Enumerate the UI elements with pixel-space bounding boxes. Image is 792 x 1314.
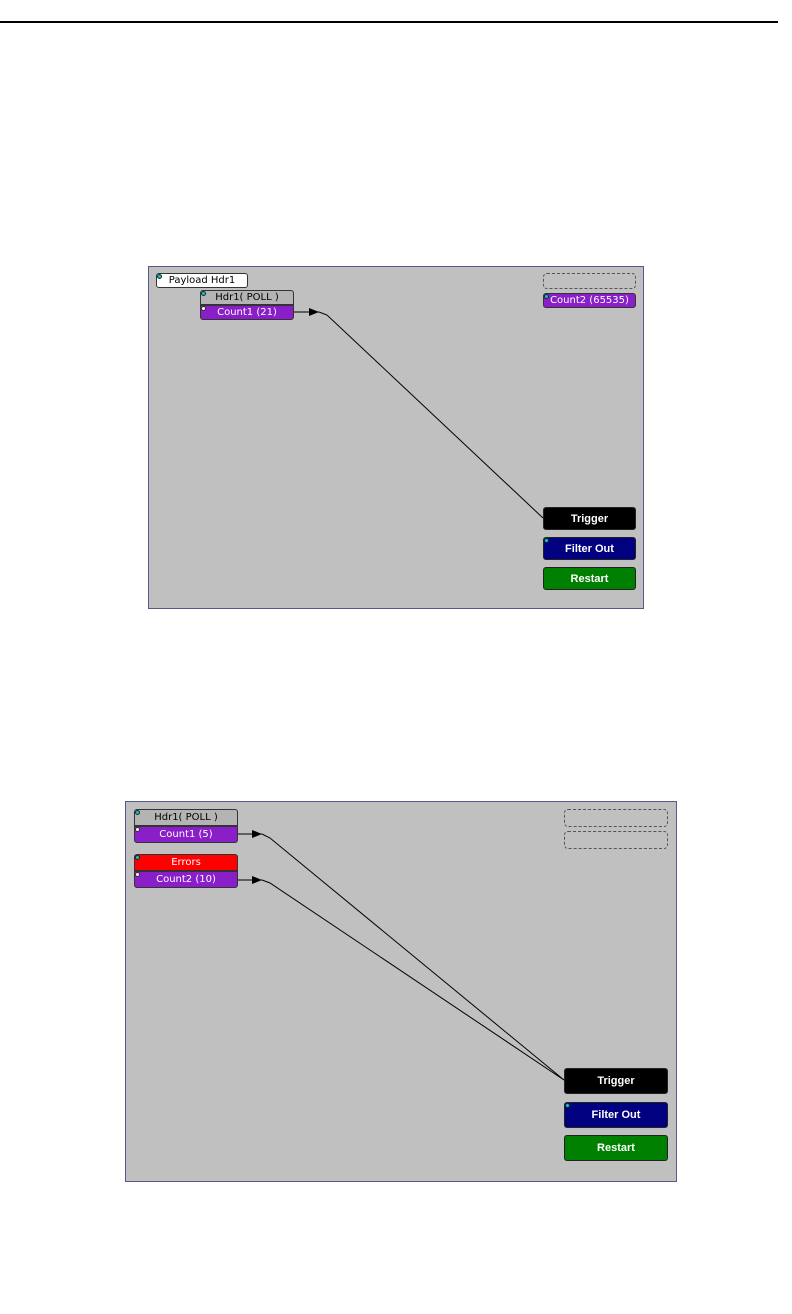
- trigger-button[interactable]: Trigger: [564, 1068, 668, 1094]
- restart-button[interactable]: Restart: [543, 567, 636, 590]
- restart-button[interactable]: Restart: [564, 1135, 668, 1161]
- hdr1-poll-node[interactable]: Hdr1( POLL ): [200, 290, 294, 305]
- filter-out-button[interactable]: Filter Out: [543, 537, 636, 560]
- empty-slot[interactable]: [564, 831, 668, 849]
- payload-hdr1-label: Payload Hdr1: [169, 276, 236, 286]
- count2-node[interactable]: Count2 (10): [134, 871, 238, 888]
- connector-icon[interactable]: [565, 1103, 570, 1108]
- counter-port-icon[interactable]: [135, 872, 140, 877]
- restart-label: Restart: [597, 1142, 635, 1154]
- filter-out-label: Filter Out: [565, 543, 614, 555]
- wire-count1-trigger: [319, 312, 543, 518]
- errors-node[interactable]: Errors: [134, 854, 238, 871]
- hdr1-poll-label: Hdr1( POLL ): [154, 813, 218, 823]
- count1-node[interactable]: Count1 (21): [200, 305, 294, 320]
- hdr1-poll-label: Hdr1( POLL ): [215, 293, 279, 303]
- count2-label: Count2 (65535): [550, 296, 629, 306]
- empty-slot[interactable]: [564, 809, 668, 827]
- filter-out-button[interactable]: Filter Out: [564, 1102, 668, 1128]
- sequencer-panel-2[interactable]: Hdr1( POLL ) Count1 (5) Errors Count2 (1…: [125, 801, 677, 1182]
- sequencer-panel-1[interactable]: Payload Hdr1 Hdr1( POLL ) Count1 (21) Co…: [148, 266, 644, 609]
- connector-icon[interactable]: [544, 294, 549, 299]
- restart-label: Restart: [571, 573, 609, 585]
- trigger-button[interactable]: Trigger: [543, 507, 636, 530]
- hdr1-poll-node[interactable]: Hdr1( POLL ): [134, 809, 238, 826]
- filter-out-label: Filter Out: [592, 1109, 641, 1121]
- wire-count1-trigger: [262, 834, 564, 1080]
- payload-hdr1-node[interactable]: Payload Hdr1: [156, 273, 248, 288]
- count1-node[interactable]: Count1 (5): [134, 826, 238, 843]
- trigger-label: Trigger: [597, 1075, 634, 1087]
- errors-label: Errors: [171, 858, 201, 868]
- wire-count2-trigger: [262, 880, 564, 1080]
- empty-slot[interactable]: [543, 273, 636, 289]
- connector-icon[interactable]: [135, 810, 140, 815]
- connector-icon[interactable]: [544, 538, 549, 543]
- trigger-label: Trigger: [571, 513, 608, 525]
- connector-icon[interactable]: [157, 274, 162, 279]
- count1-label: Count1 (5): [159, 830, 212, 840]
- count1-label: Count1 (21): [217, 308, 277, 318]
- connector-icon[interactable]: [201, 291, 206, 296]
- count2-label: Count2 (10): [156, 875, 216, 885]
- connector-icon[interactable]: [135, 855, 140, 860]
- header-rule: [0, 21, 778, 23]
- counter-port-icon[interactable]: [201, 306, 206, 311]
- count2-node[interactable]: Count2 (65535): [543, 293, 636, 308]
- counter-port-icon[interactable]: [135, 827, 140, 832]
